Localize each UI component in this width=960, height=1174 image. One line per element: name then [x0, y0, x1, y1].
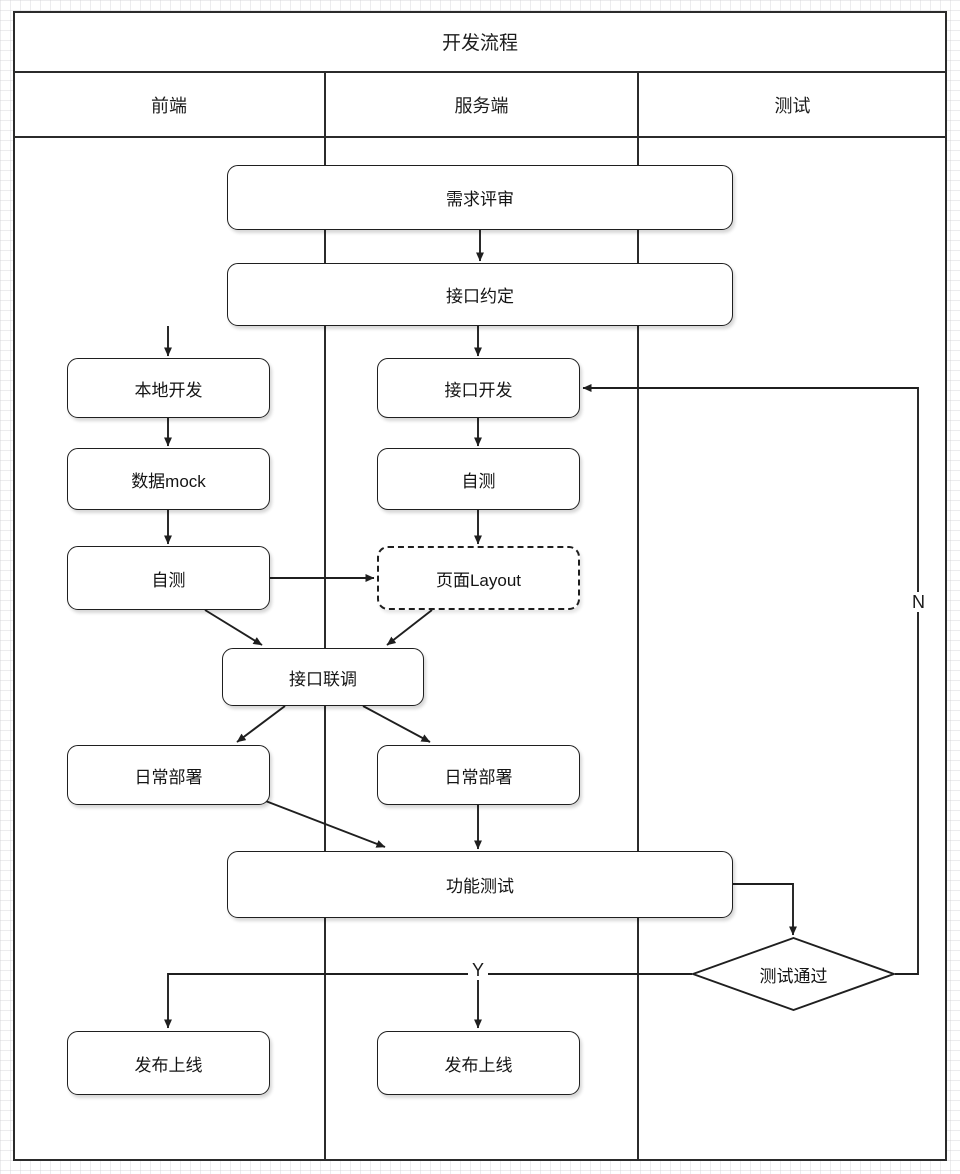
node-api-contract[interactable]: 接口约定 [227, 263, 733, 326]
node-req-review[interactable]: 需求评审 [227, 165, 733, 230]
pool-title: 开发流程 [13, 11, 947, 73]
node-data-mock[interactable]: 数据mock [67, 448, 270, 510]
node-be-deploy[interactable]: 日常部署 [377, 745, 580, 805]
node-test-pass-shape[interactable] [690, 936, 897, 1012]
lane-header-test: 测试 [638, 73, 947, 138]
lane-divider-2 [637, 73, 640, 1161]
node-api-dev[interactable]: 接口开发 [377, 358, 580, 418]
node-fe-release[interactable]: 发布上线 [67, 1031, 270, 1095]
node-local-dev[interactable]: 本地开发 [67, 358, 270, 418]
lane-header-frontend: 前端 [13, 73, 325, 138]
node-be-release[interactable]: 发布上线 [377, 1031, 580, 1095]
node-be-selftest[interactable]: 自测 [377, 448, 580, 510]
node-fe-selftest[interactable]: 自测 [67, 546, 270, 610]
node-page-layout[interactable]: 页面Layout [377, 546, 580, 610]
node-api-integ[interactable]: 接口联调 [222, 648, 424, 706]
edge-label-yes: Y [468, 960, 489, 980]
lane-divider-1 [324, 73, 327, 1161]
node-fe-deploy[interactable]: 日常部署 [67, 745, 270, 805]
lane-header-server: 服务端 [325, 73, 638, 138]
node-func-test[interactable]: 功能测试 [227, 851, 733, 918]
edge-label-no: N [908, 592, 929, 612]
